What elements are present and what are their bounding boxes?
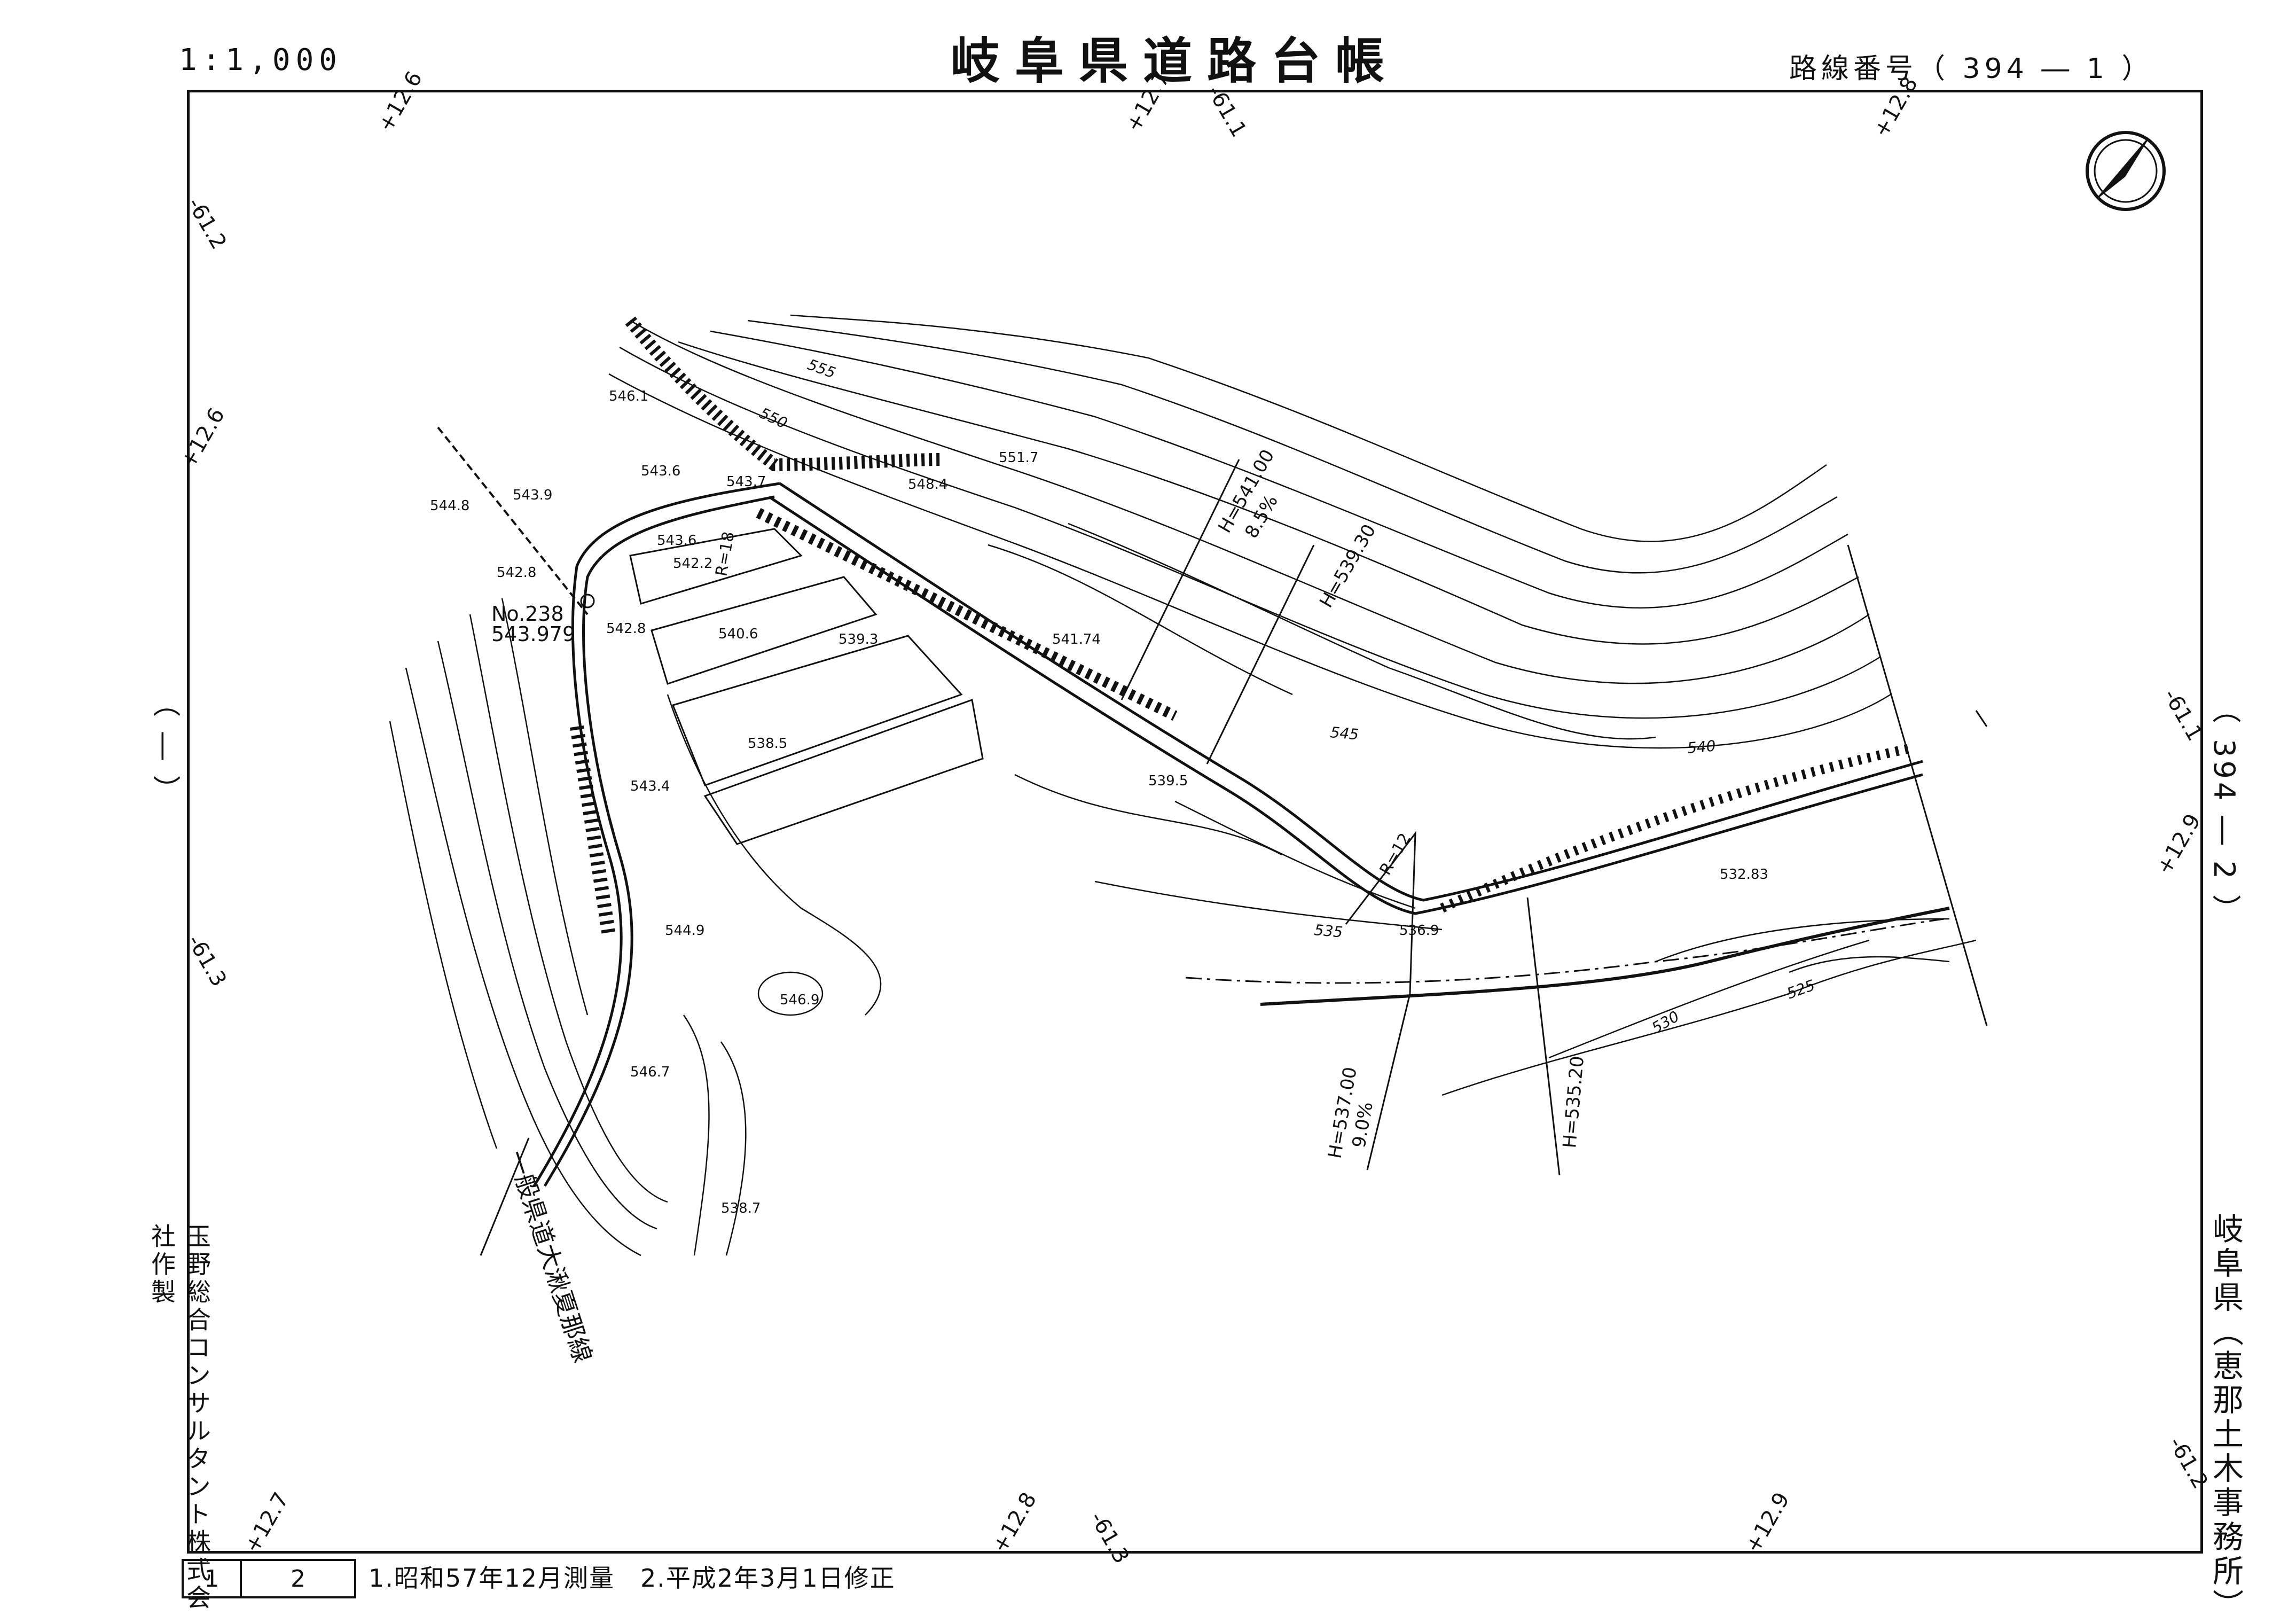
curve-radius: R=18 bbox=[712, 530, 738, 578]
contour-label: 525 bbox=[1784, 976, 1817, 1002]
grid-label: -61.2 bbox=[182, 193, 231, 254]
benchmark-elev: 543.979 bbox=[491, 622, 575, 646]
route-number: 路線番号（ 394 ― 1 ） bbox=[1789, 53, 2154, 85]
adjacent-route-right: （ 394 ― 2 ） bbox=[2207, 695, 2241, 927]
contour-lines-upper bbox=[608, 314, 1891, 749]
terrace-blocks bbox=[629, 528, 984, 845]
grid-label: -61.2 bbox=[2164, 1433, 2213, 1493]
grid-label: +12.9 bbox=[1741, 1488, 1795, 1557]
grid-label: -61.3 bbox=[182, 931, 231, 991]
contour-lines-lower bbox=[389, 598, 1977, 1257]
spot-height: 543.7 bbox=[726, 474, 766, 490]
sheet-number: 1 bbox=[184, 1561, 242, 1596]
spot-height: 546.7 bbox=[630, 1064, 670, 1080]
profile-height: H=535.20 bbox=[1559, 1055, 1588, 1149]
spot-height: 546.1 bbox=[609, 388, 648, 404]
spot-height: 538.5 bbox=[748, 736, 787, 752]
spot-height: 542.8 bbox=[497, 565, 536, 581]
grid-label: +12.6 bbox=[373, 67, 427, 136]
contour-label: 535 bbox=[1313, 921, 1343, 941]
benchmark-icon bbox=[580, 594, 595, 608]
grid-label: +12.6 bbox=[176, 404, 230, 473]
contour-label: 540 bbox=[1687, 737, 1717, 757]
spot-height: 546.9 bbox=[780, 992, 819, 1008]
map-title: 岐阜県道路台帳 bbox=[951, 33, 1400, 90]
contour-label: 555 bbox=[805, 356, 839, 382]
boundary-line bbox=[1185, 918, 1945, 984]
stream-line bbox=[1260, 907, 1950, 1006]
spot-height: 544.8 bbox=[430, 498, 469, 514]
benchmark: No.238 543.979 bbox=[491, 594, 595, 646]
spot-height: 544.9 bbox=[665, 923, 704, 939]
grid-label: -61.3 bbox=[1085, 1508, 1134, 1568]
grid-label: +12.7 bbox=[240, 1488, 294, 1557]
spot-height: 540.6 bbox=[718, 626, 758, 642]
spot-height: 541.74 bbox=[1052, 631, 1101, 647]
route-road bbox=[532, 482, 1923, 1187]
spot-height: 539.5 bbox=[1148, 773, 1188, 789]
spot-height: 542.8 bbox=[606, 621, 646, 637]
spot-height: 542.2 bbox=[673, 556, 712, 572]
spot-height: 543.6 bbox=[641, 463, 680, 479]
spot-height: 548.4 bbox=[908, 477, 947, 493]
contour-label: 550 bbox=[757, 404, 790, 432]
profile-height: H=539.30 bbox=[1315, 521, 1380, 612]
sheet-total: 2 bbox=[291, 1565, 305, 1593]
profile-marks: H=541.00 8.5% H=539.30 H=537.00 9.0% H=5… bbox=[1214, 446, 1588, 1160]
north-arrow-icon bbox=[2086, 131, 2166, 211]
benchmark-name: No.238 bbox=[491, 602, 564, 626]
spot-height: 543.4 bbox=[630, 778, 670, 794]
spot-height: 543.9 bbox=[513, 487, 552, 503]
contour-label: 545 bbox=[1329, 723, 1359, 744]
spot-height: 536.9 bbox=[1399, 923, 1439, 939]
grid-label: -61.1 bbox=[1202, 81, 1251, 142]
grid-label: +12.8 bbox=[988, 1488, 1041, 1557]
grid-label: +12.8 bbox=[1869, 73, 1923, 142]
office-name: 岐阜県（恵那土木事務所） bbox=[2207, 1213, 2244, 1623]
map-scale: 1:1,000 bbox=[179, 43, 343, 77]
adjacent-route-left: （ ― ） bbox=[148, 689, 180, 807]
profile-lines bbox=[1120, 459, 1988, 1176]
retaining-wall bbox=[570, 316, 1913, 936]
surveyor-name: 玉野総合コンサルタント株式会社作製 bbox=[147, 1223, 211, 1612]
spot-height: 538.7 bbox=[721, 1200, 761, 1216]
spot-height: 543.6 bbox=[657, 533, 696, 549]
grid-label: -61.1 bbox=[2158, 685, 2207, 745]
spot-height: 532.83 bbox=[1720, 867, 1768, 883]
curve-radius: R=12 bbox=[1376, 830, 1415, 878]
grid-label: +12.9 bbox=[2152, 810, 2206, 879]
grid-labels: +12.6 +12.7 -61.1 +12.8 -61.2 +12.6 -61.… bbox=[176, 67, 2213, 1568]
grid-label: +12.7 bbox=[1121, 67, 1175, 136]
spot-height: 551.7 bbox=[999, 450, 1038, 466]
road-name-leader bbox=[437, 426, 589, 615]
survey-note: 1.昭和57年12月測量 2.平成2年3月1日修正 bbox=[369, 1564, 896, 1593]
contour-label: 530 bbox=[1649, 1008, 1682, 1037]
spot-heights: 546.1 543.6 543.7 548.4 551.7 544.8 543.… bbox=[430, 388, 1768, 1216]
spot-height: 539.3 bbox=[839, 631, 878, 647]
sheet-index: 1 2 bbox=[182, 1559, 356, 1598]
map-frame[interactable] bbox=[187, 90, 2203, 1554]
